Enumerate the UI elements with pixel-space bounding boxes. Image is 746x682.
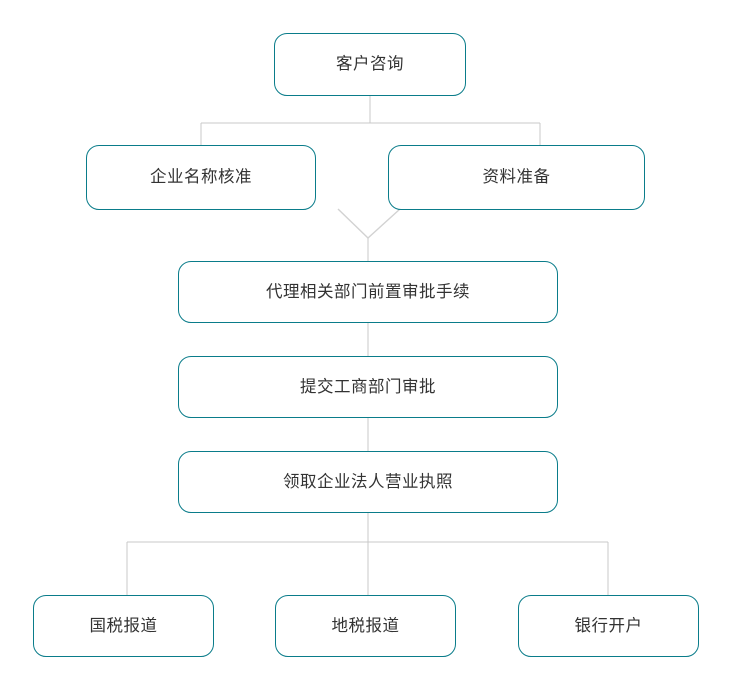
node-document-preparation[interactable]: 资料准备	[388, 145, 645, 210]
node-label: 领取企业法人营业执照	[283, 471, 453, 491]
node-label: 银行开户	[574, 615, 643, 635]
node-customer-consultation[interactable]: 客户咨询	[274, 33, 466, 96]
node-label: 地税报道	[331, 615, 400, 635]
node-pre-approval-procedures[interactable]: 代理相关部门前置审批手续	[178, 261, 558, 323]
edge-n2-merge	[337, 208, 369, 239]
node-label: 代理相关部门前置审批手续	[266, 281, 470, 301]
node-label: 国税报道	[89, 615, 158, 635]
node-label: 企业名称核准	[150, 167, 252, 187]
node-bank-account-opening[interactable]: 银行开户	[518, 595, 699, 657]
node-label: 资料准备	[482, 167, 551, 187]
node-label: 客户咨询	[336, 54, 404, 74]
node-national-tax-registration[interactable]: 国税报道	[33, 595, 214, 657]
node-receive-business-license[interactable]: 领取企业法人营业执照	[178, 451, 558, 513]
node-submit-to-industry-commerce[interactable]: 提交工商部门审批	[178, 356, 558, 418]
edge-n3-merge	[367, 208, 401, 239]
node-company-name-approval[interactable]: 企业名称核准	[86, 145, 316, 210]
node-label: 提交工商部门审批	[300, 376, 436, 396]
node-local-tax-registration[interactable]: 地税报道	[275, 595, 456, 657]
